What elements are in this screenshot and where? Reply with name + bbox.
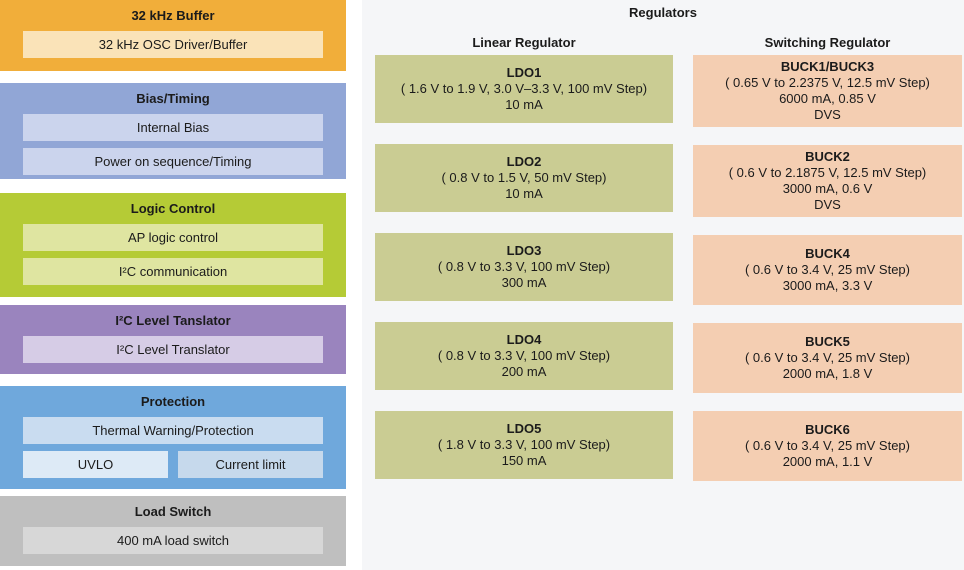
regulator-range: ( 1.8 V to 3.3 V, 100 mV Step)	[437, 437, 611, 452]
regulator-name: BUCK1/BUCK3	[780, 59, 875, 74]
left-function-column: 32 kHz Buffer 32 kHz OSC Driver/Buffer B…	[0, 0, 346, 566]
regulator-current: 200 mA	[501, 364, 547, 379]
regulator-name: BUCK4	[805, 246, 850, 261]
block-title: I²C Level Tanslator	[115, 313, 231, 328]
regulator-buck2: BUCK2 ( 0.6 V to 2.1875 V, 12.5 mV Step)…	[693, 145, 962, 217]
block-title: Bias/Timing	[136, 91, 210, 106]
regulator-current: 10 mA	[505, 186, 543, 201]
block-item-load-switch: 400 mA load switch	[23, 527, 323, 554]
regulator-range: ( 0.8 V to 3.3 V, 100 mV Step)	[437, 348, 611, 363]
regulator-name: LDO1	[506, 65, 542, 80]
regulator-buck6: BUCK6 ( 0.6 V to 3.4 V, 25 mV Step) 2000…	[693, 411, 962, 481]
block-logic-control: Logic Control AP logic control I²C commu…	[0, 193, 346, 297]
block-item-thermal-warning: Thermal Warning/Protection	[23, 417, 323, 444]
regulator-current: 6000 mA, 0.85 V	[779, 91, 876, 106]
regulator-ldo5: LDO5 ( 1.8 V to 3.3 V, 100 mV Step) 150 …	[375, 411, 673, 479]
regulator-buck1-buck3: BUCK1/BUCK3 ( 0.65 V to 2.2375 V, 12.5 m…	[693, 55, 962, 127]
switching-regulator-header: Switching Regulator	[764, 35, 891, 50]
block-item-i2c-communication: I²C communication	[23, 258, 323, 285]
regulator-buck4: BUCK4 ( 0.6 V to 3.4 V, 25 mV Step) 3000…	[693, 235, 962, 305]
block-title: 32 kHz Buffer	[131, 8, 215, 23]
block-title: Logic Control	[130, 201, 216, 216]
linear-regulator-column: Linear Regulator LDO1 ( 1.6 V to 1.9 V, …	[375, 35, 673, 500]
regulator-name: LDO3	[506, 243, 542, 258]
block-item-uvlo: UVLO	[23, 451, 168, 478]
switching-regulator-column: Switching Regulator BUCK1/BUCK3 ( 0.65 V…	[693, 35, 962, 500]
block-item-current-limit: Current limit	[178, 451, 323, 478]
regulator-current: 3000 mA, 3.3 V	[782, 278, 873, 293]
regulator-ldo3: LDO3 ( 0.8 V to 3.3 V, 100 mV Step) 300 …	[375, 233, 673, 301]
block-item-power-on-sequence: Power on sequence/Timing	[23, 148, 323, 175]
regulator-name: BUCK2	[805, 149, 850, 164]
block-item-osc-driver: 32 kHz OSC Driver/Buffer	[23, 31, 323, 58]
regulator-range: ( 0.6 V to 3.4 V, 25 mV Step)	[744, 350, 910, 365]
regulator-name: LDO5	[506, 421, 542, 436]
linear-regulator-header: Linear Regulator	[472, 35, 576, 50]
block-32khz-buffer: 32 kHz Buffer 32 kHz OSC Driver/Buffer	[0, 0, 346, 71]
regulator-range: ( 0.6 V to 2.1875 V, 12.5 mV Step)	[728, 165, 927, 180]
regulator-buck5: BUCK5 ( 0.6 V to 3.4 V, 25 mV Step) 2000…	[693, 323, 962, 393]
regulator-name: BUCK6	[805, 422, 850, 437]
regulator-range: ( 0.8 V to 3.3 V, 100 mV Step)	[437, 259, 611, 274]
block-title: Load Switch	[134, 504, 212, 519]
regulator-range: ( 0.65 V to 2.2375 V, 12.5 mV Step)	[725, 75, 930, 90]
regulators-panel: Regulators Linear Regulator LDO1 ( 1.6 V…	[362, 0, 964, 570]
block-i2c-level-translator: I²C Level Tanslator I²C Level Translator	[0, 305, 346, 374]
block-item-ap-logic: AP logic control	[23, 224, 323, 251]
regulator-current: 3000 mA, 0.6 V	[782, 181, 873, 196]
regulator-dvs-label: DVS	[814, 197, 841, 212]
regulator-name: BUCK5	[805, 334, 850, 349]
block-title: Protection	[140, 394, 206, 409]
regulator-ldo1: LDO1 ( 1.6 V to 1.9 V, 3.0 V–3.3 V, 100 …	[375, 55, 673, 123]
regulator-ldo2: LDO2 ( 0.8 V to 1.5 V, 50 mV Step) 10 mA	[375, 144, 673, 212]
regulator-current: 150 mA	[501, 453, 547, 468]
block-load-switch: Load Switch 400 mA load switch	[0, 496, 346, 566]
regulator-range: ( 0.8 V to 1.5 V, 50 mV Step)	[441, 170, 607, 185]
regulator-name: LDO2	[506, 154, 542, 169]
regulator-ldo4: LDO4 ( 0.8 V to 3.3 V, 100 mV Step) 200 …	[375, 322, 673, 390]
regulator-range: ( 0.6 V to 3.4 V, 25 mV Step)	[744, 262, 910, 277]
block-item-internal-bias: Internal Bias	[23, 114, 323, 141]
regulator-current: 2000 mA, 1.1 V	[782, 454, 873, 469]
block-protection: Protection Thermal Warning/Protection UV…	[0, 386, 346, 489]
regulator-columns: Linear Regulator LDO1 ( 1.6 V to 1.9 V, …	[375, 35, 964, 500]
regulator-range: ( 0.6 V to 3.4 V, 25 mV Step)	[744, 438, 910, 453]
regulator-current: 2000 mA, 1.8 V	[782, 366, 873, 381]
regulators-title: Regulators	[629, 5, 697, 20]
protection-split-row: UVLO Current limit	[23, 451, 323, 478]
block-item-i2c-level-translator: I²C Level Translator	[23, 336, 323, 363]
regulator-name: LDO4	[506, 332, 542, 347]
block-bias-timing: Bias/Timing Internal Bias Power on seque…	[0, 83, 346, 179]
regulator-dvs-label: DVS	[814, 107, 841, 122]
regulator-current: 300 mA	[501, 275, 547, 290]
regulator-current: 10 mA	[505, 97, 543, 112]
regulator-range: ( 1.6 V to 1.9 V, 3.0 V–3.3 V, 100 mV St…	[400, 81, 648, 96]
